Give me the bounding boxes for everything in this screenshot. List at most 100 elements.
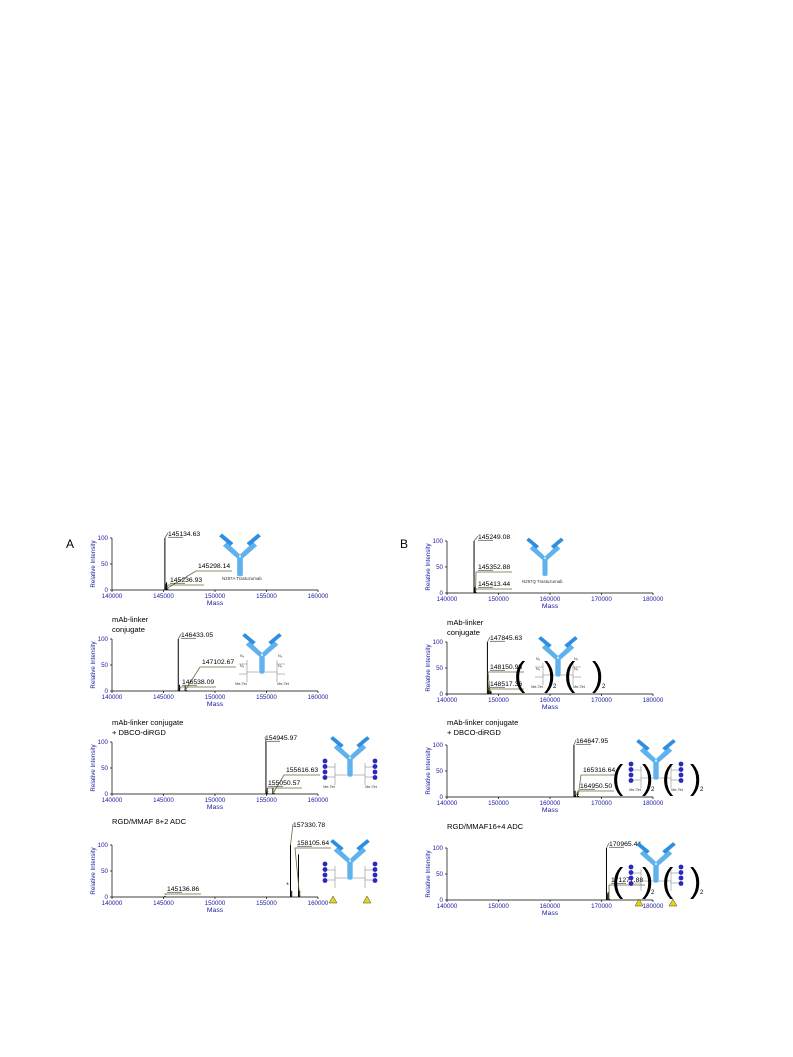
rgd-bead-icon [322, 878, 328, 883]
y-tick-label: 50 [436, 871, 443, 878]
peak-leader [166, 584, 204, 589]
linker-label: Me-Tet [323, 785, 336, 789]
spectrum-caption: conjugate [112, 625, 145, 634]
antibody-arm-left [639, 850, 656, 867]
antibody-stem [237, 557, 243, 577]
spectrum-caption: + DBCO-diRGD [447, 728, 501, 737]
antibody-cartoon: N297A Trastuzumab [219, 533, 262, 581]
spectrum-caption: conjugate [447, 628, 480, 637]
x-tick-label: 170000 [591, 596, 612, 603]
bracket-left-open: ( [612, 862, 624, 900]
rgd-bead-icon [678, 761, 684, 767]
y-axis-title: Relative Intensity [425, 850, 432, 898]
antibody-light-left [330, 839, 344, 851]
x-axis-title: Mass [207, 804, 224, 811]
rgd-bead-icon [628, 778, 634, 783]
y-axis-title: Relative Intensity [90, 540, 97, 588]
antibody-light-left [636, 842, 650, 854]
antibody-light-right [662, 739, 676, 751]
peak-leader [290, 823, 294, 846]
linker-label: Me-Tet [235, 682, 248, 686]
peak-leader [264, 736, 267, 743]
rgd-bead-icon [678, 772, 684, 778]
x-tick-label: 140000 [102, 797, 123, 804]
rgd-bead-icon [322, 867, 328, 872]
peak-leader [265, 787, 302, 793]
antibody-light-left [330, 736, 344, 748]
peak-leader [608, 884, 645, 899]
x-tick-label: 170000 [591, 903, 612, 910]
x-tick-label: 150000 [205, 593, 226, 600]
y-tick-label: 0 [105, 587, 109, 594]
antibody-stem [259, 655, 265, 674]
rgd-bead-icon [322, 758, 328, 764]
x-tick-label: 170000 [591, 800, 612, 807]
linker-label: Me-Tet [629, 788, 642, 792]
y-tick-label: 50 [101, 561, 108, 568]
mmaf-triangle-icon [328, 895, 338, 904]
x-tick-label: 145000 [153, 797, 174, 804]
y-tick-label: 100 [433, 742, 444, 749]
y-tick-label: 50 [436, 564, 443, 571]
x-axis-title: Mass [542, 910, 559, 917]
peak-label: 164647.95 [576, 738, 608, 745]
y-tick-label: 50 [436, 768, 443, 775]
x-tick-label: 140000 [102, 900, 123, 907]
antibody-arm-left [222, 542, 240, 560]
bracket-left-close: ) [544, 656, 555, 694]
y-tick-label: 50 [101, 662, 108, 669]
peak-label: 148517.36 [490, 681, 522, 688]
peak-label: 158105.64 [297, 840, 329, 847]
antibody-arm-left [541, 644, 558, 661]
peak-leader [487, 671, 524, 693]
antibody-arm-left [245, 641, 262, 658]
x-tick-label: 180000 [643, 596, 664, 603]
antibody-light-right [662, 842, 676, 854]
y-tick-label: 100 [433, 538, 444, 545]
y-axis-title: Relative Intensity [425, 644, 432, 692]
peak-leader [486, 688, 524, 693]
antibody-arm-right [545, 545, 561, 561]
linker-label: Me-Tet [573, 685, 586, 689]
x-tick-label: 145000 [153, 900, 174, 907]
peak-label: 145413.44 [478, 581, 510, 588]
bracket-subscript: 2 [553, 684, 557, 690]
peak-label: 157330.78 [293, 822, 325, 829]
x-tick-label: 160000 [308, 593, 329, 600]
peak-leader [164, 532, 169, 539]
y-tick-label: 0 [440, 794, 444, 801]
rgd-bead-icon [322, 872, 328, 878]
rgd-bead-icon [372, 769, 378, 775]
antibody-arm-right [656, 747, 673, 764]
bracket-left-close: ) [642, 759, 653, 797]
rgd-bead-icon [322, 775, 328, 780]
spectrum-caption: + DBCO-diRGD [112, 728, 166, 737]
x-axis-title: Mass [207, 907, 224, 914]
peak-label: 145298.14 [198, 563, 230, 570]
peak-label: 146433.05 [181, 632, 213, 639]
antibody-arm-right [240, 542, 258, 560]
x-axis-title: Mass [207, 701, 224, 708]
rgd-bead-icon [322, 764, 328, 769]
antibody-arm-right [656, 850, 673, 867]
x-tick-label: 180000 [643, 697, 664, 704]
bracket-right-close: ) [690, 759, 701, 797]
y-axis-title: Relative Intensity [425, 543, 432, 591]
antibody-stem [555, 658, 561, 677]
x-tick-label: 155000 [256, 797, 277, 804]
x-tick-label: 170000 [591, 697, 612, 704]
spectrum-caption: RGD/MMAF16+4 ADC [447, 822, 524, 831]
rgd-bead-icon [678, 864, 684, 870]
antibody-light-left [219, 533, 234, 546]
x-tick-label: 150000 [205, 694, 226, 701]
bracket-right-open: ( [662, 862, 674, 900]
peak-label: 146538.09 [182, 679, 214, 686]
rgd-bead-icon [628, 881, 634, 886]
y-tick-label: 0 [105, 688, 109, 695]
x-axis-title: Mass [542, 807, 559, 814]
bracket-right-open: ( [662, 759, 674, 797]
